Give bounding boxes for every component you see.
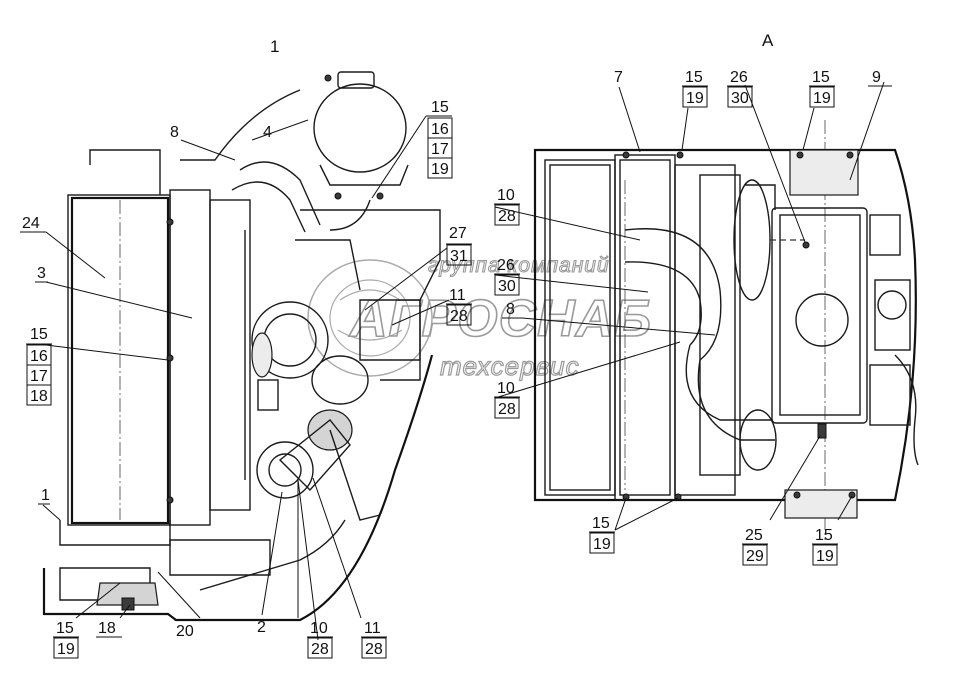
- callout-26-r2: 26: [497, 257, 515, 274]
- callout-11-b: 11: [364, 620, 381, 637]
- callout-17-a: 17: [431, 141, 449, 158]
- callout-19-r2: 19: [813, 90, 831, 107]
- callout-27: 27: [449, 225, 467, 242]
- callout-19-r3: 19: [593, 536, 611, 553]
- callout-26-r1: 26: [730, 69, 748, 86]
- callout-24: 24: [22, 215, 40, 232]
- callout-20: 20: [176, 623, 194, 640]
- view-label-right: А: [762, 31, 774, 50]
- callout-28-c: 28: [311, 641, 329, 658]
- callout-19-a: 19: [431, 161, 449, 178]
- callout-15-r2: 15: [812, 69, 830, 86]
- watermark-line2: АГРОСНАБ: [348, 290, 652, 348]
- callout-1: 1: [41, 487, 50, 504]
- right-view-drawing: [533, 120, 919, 540]
- callout-30-r1: 30: [731, 90, 749, 107]
- callout-2: 2: [257, 619, 266, 636]
- callout-15-c: 15: [56, 620, 74, 637]
- callouts-left: 4 8 24 3 1 2 20 15 16 17 19 15 16 17 18 …: [20, 99, 472, 659]
- callout-15-r1: 15: [685, 69, 703, 86]
- callout-15-a: 15: [431, 99, 449, 116]
- callout-19-c: 19: [57, 641, 75, 658]
- callout-10-r1: 10: [497, 187, 515, 204]
- callout-29: 29: [746, 548, 764, 565]
- callout-15-b: 15: [30, 326, 48, 343]
- callout-16-b: 16: [30, 348, 48, 365]
- callout-8: 8: [170, 124, 179, 141]
- callout-3: 3: [37, 265, 46, 282]
- callout-7: 7: [614, 69, 623, 86]
- callout-9: 9: [872, 69, 881, 86]
- callout-25: 25: [745, 527, 763, 544]
- callout-8-r: 8: [506, 301, 515, 318]
- callout-18-b: 18: [30, 388, 48, 405]
- callout-30-r2: 30: [498, 278, 516, 295]
- callouts-right: 7 9 8 15 19 26 30 15 19 10 28 26 30 10: [494, 69, 892, 566]
- callout-28-d: 28: [365, 641, 383, 658]
- callout-19-r4: 19: [816, 548, 834, 565]
- callout-17-b: 17: [30, 368, 48, 385]
- callout-28-r2: 28: [498, 401, 516, 418]
- callout-28-a: 28: [450, 308, 468, 325]
- callout-16-a: 16: [431, 121, 449, 138]
- callout-19-r1: 19: [686, 90, 704, 107]
- callout-4: 4: [263, 124, 272, 141]
- callout-10-a: 10: [310, 620, 328, 637]
- callout-18-c: 18: [98, 620, 116, 637]
- callout-11-a: 11: [449, 287, 466, 304]
- callout-15-r3: 15: [592, 515, 610, 532]
- callout-31: 31: [450, 248, 468, 265]
- watermark-line3: техсервис: [440, 351, 580, 381]
- left-leaders: [42, 115, 450, 641]
- view-label-left: 1: [270, 37, 279, 56]
- callout-10-r2: 10: [497, 380, 515, 397]
- left-view-drawing: [42, 71, 441, 622]
- callout-15-r4: 15: [815, 527, 833, 544]
- callout-28-r1: 28: [498, 208, 516, 225]
